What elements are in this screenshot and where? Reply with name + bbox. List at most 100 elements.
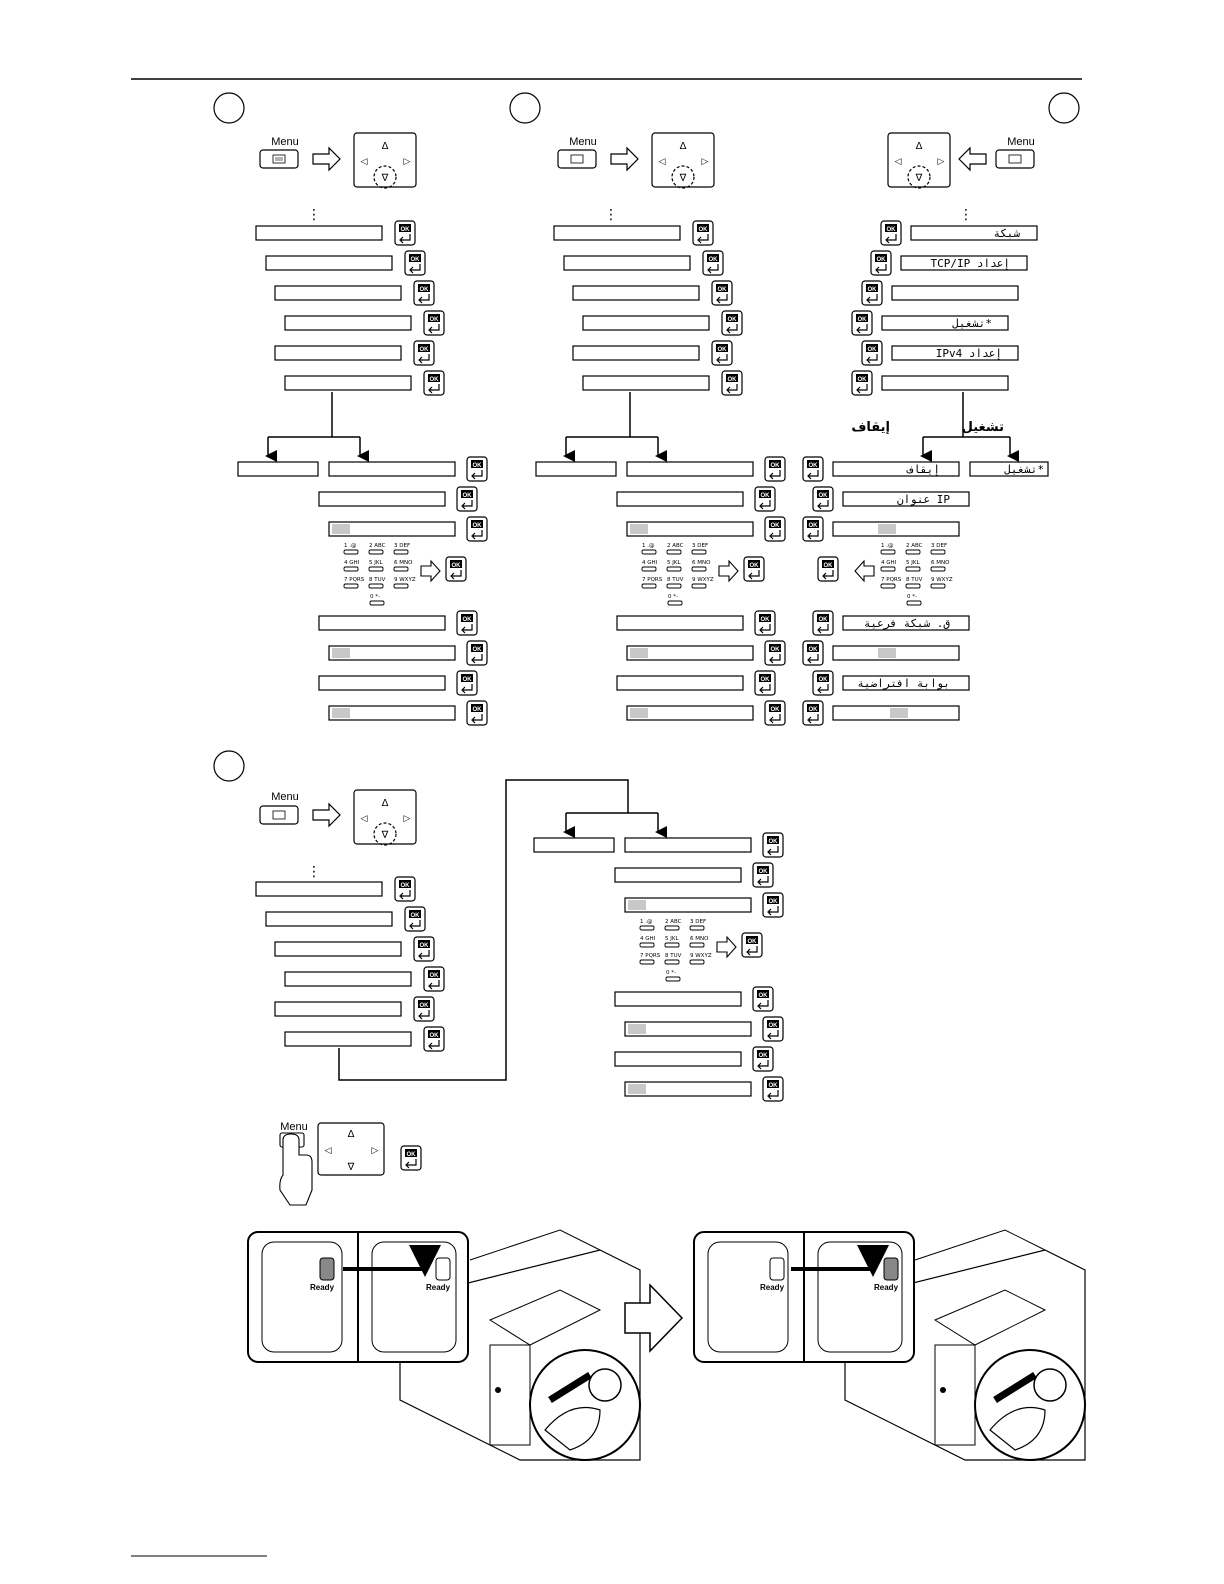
- left-arrow-icon: ◁: [325, 1146, 332, 1156]
- up-arrow-icon: Δ: [382, 798, 389, 809]
- step-circle: [1048, 92, 1080, 124]
- left-arrow-icon: ◁: [361, 157, 368, 167]
- up-arrow-icon: Δ: [680, 141, 687, 152]
- right-arrow-icon: ▷: [702, 157, 709, 167]
- keypad-key-label: 2 ABC: [369, 543, 386, 549]
- keypad-key-label: 9 WXYZ: [931, 577, 953, 583]
- ready-label: Ready: [874, 1283, 899, 1292]
- step-circle: [213, 92, 245, 124]
- keypad-key-label: 9 WXYZ: [394, 577, 416, 583]
- keypad-key-label: 4 GHI: [642, 560, 658, 566]
- menu-key: Menu: [259, 136, 299, 169]
- continuation-mark: ⋮: [604, 207, 618, 223]
- keypad-key-label: 5 JKL: [906, 560, 920, 566]
- branch-off-label: إيقاف: [851, 420, 890, 435]
- keypad-key-label: 5 JKL: [369, 560, 383, 566]
- keypad-key-label: 1 .@: [344, 543, 357, 549]
- next-step-arrow: [624, 1283, 684, 1353]
- down-arrow-icon: ∇: [347, 1162, 355, 1173]
- keypad-key-label: 8 TUV: [369, 577, 386, 583]
- lcd-ip-address: عنوان IP: [897, 493, 950, 506]
- menu-key-label: Menu: [280, 1121, 308, 1133]
- keypad-key-label: 8 TUV: [667, 577, 684, 583]
- keypad-key-label: 7 PQRS: [642, 577, 663, 583]
- menu-lcds-a: [255, 225, 412, 391]
- keypad-key-label: 0 *-: [668, 594, 678, 600]
- up-arrow-icon: Δ: [382, 141, 389, 152]
- ready-label: Ready: [310, 1283, 335, 1292]
- hand-press-menu: Menu Δ ◁ ▷ ∇: [279, 1121, 422, 1206]
- down-arrow-icon: ∇: [679, 173, 687, 184]
- keypad-key-label: 8 TUV: [665, 953, 682, 959]
- keypad-key-label: 7 PQRS: [344, 577, 365, 583]
- keypad-key-label: 9 WXYZ: [690, 953, 712, 959]
- printer-illustration-right: Ready Ready: [693, 1229, 1086, 1461]
- column-c-arabic: Δ ◁ ▷ ∇ Menu ⋮ شبكة TCP/IP إعداد تشغيل* …: [802, 132, 1049, 726]
- right-arrow-icon: ▷: [372, 1146, 379, 1156]
- keypad-key-label: 7 PQRS: [881, 577, 902, 583]
- up-arrow-icon: Δ: [916, 141, 923, 152]
- keypad-key-label: 6 MNO: [931, 560, 950, 566]
- keypad-key-label: 6 MNO: [692, 560, 711, 566]
- menu-item-network: شبكة: [994, 227, 1021, 240]
- keypad-key-label: 4 GHI: [881, 560, 897, 566]
- keypad-key-label: 6 MNO: [394, 560, 413, 566]
- keypad-key-label: 2 ABC: [667, 543, 684, 549]
- lcd-off-value: إيقاف: [906, 463, 940, 476]
- column-a: Menu Δ ◁ ▷ ∇ ⋮: [237, 132, 488, 726]
- connector-line: [338, 779, 658, 1081]
- left-arrow-icon: ◁: [659, 157, 666, 167]
- keypad-key-label: 0 *-: [907, 594, 917, 600]
- keypad-key-label: 7 PQRS: [640, 953, 661, 959]
- hollow-left-arrow: [958, 146, 987, 172]
- hollow-right-arrow: [312, 146, 341, 172]
- step-circle: [213, 750, 245, 782]
- up-arrow-icon: Δ: [348, 1129, 355, 1140]
- branch-on-label: تشغيل: [962, 420, 1004, 435]
- printer-illustration-left: Ready Ready: [247, 1229, 641, 1461]
- menu-key-label: Menu: [271, 136, 299, 148]
- right-arrow-icon: ▷: [404, 157, 411, 167]
- down-arrow-icon: ∇: [381, 830, 389, 841]
- lcd-default-gateway: بوابة افتراضية: [857, 677, 950, 690]
- ready-label: Ready: [426, 1283, 451, 1292]
- lcd-on-value: تشغيل*: [1004, 463, 1044, 476]
- right-arrow-icon: ▷: [404, 814, 411, 824]
- keypad-key-label: 2 ABC: [665, 919, 682, 925]
- column-b: Menu Δ ◁ ▷ ∇ ⋮: [535, 132, 786, 726]
- keypad-key-label: 3 DEF: [931, 543, 947, 549]
- ready-label: Ready: [760, 1283, 785, 1292]
- branch-line: [268, 392, 360, 438]
- menu-key-label: Menu: [569, 136, 597, 148]
- down-arrow-icon: ∇: [381, 173, 389, 184]
- dpad: Δ ◁ ▷ ∇: [353, 132, 417, 189]
- right-arrow-icon: ▷: [938, 157, 945, 167]
- keypad-key-label: 5 JKL: [665, 936, 679, 942]
- keypad-key-label: 0 *-: [666, 970, 676, 976]
- menu-key-label: Menu: [271, 791, 299, 803]
- menu-item-on: تشغيل*: [952, 317, 992, 330]
- keypad-key-label: 6 MNO: [690, 936, 709, 942]
- keypad-key-label: 1 .@: [881, 543, 894, 549]
- menu-key-label: Menu: [1007, 136, 1035, 148]
- ok-keys-a: [394, 220, 445, 396]
- keypad-key-label: 5 JKL: [667, 560, 681, 566]
- down-arrow-icon: ∇: [915, 173, 923, 184]
- menu-item-tcpip: TCP/IP إعداد: [931, 257, 1010, 270]
- column-d: Menu Δ ◁ ▷ ∇ ⋮: [255, 779, 784, 1102]
- keypad-key-label: 0 *-: [370, 594, 380, 600]
- keypad-key-label: 9 WXYZ: [692, 577, 714, 583]
- keypad-key-label: 4 GHI: [344, 560, 360, 566]
- menu-item-ipv4: IPv4 إعداد: [936, 347, 1002, 360]
- keypad-key-label: 1 .@: [642, 543, 655, 549]
- keypad-key-label: 8 TUV: [906, 577, 923, 583]
- left-arrow-icon: ◁: [895, 157, 902, 167]
- power-icon: [1033, 1368, 1067, 1402]
- hand-icon: [279, 1133, 313, 1206]
- continuation-mark: ⋮: [959, 207, 973, 223]
- keypad-key-label: 4 GHI: [640, 936, 656, 942]
- keypad-key-label: 3 DEF: [690, 919, 706, 925]
- power-icon: [588, 1368, 622, 1402]
- continuation-mark: ⋮: [307, 864, 321, 880]
